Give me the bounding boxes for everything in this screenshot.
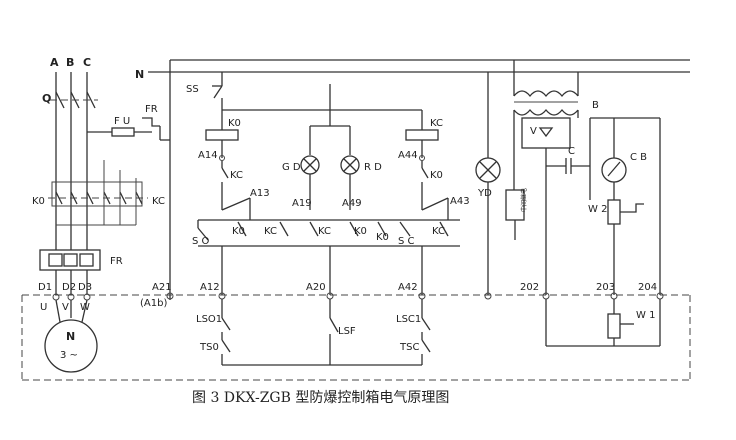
k0-s6-label: K0 bbox=[376, 232, 389, 243]
phase-c-label: C bbox=[83, 56, 91, 69]
motor-n-label: N bbox=[66, 330, 75, 343]
a43-label: A43 bbox=[450, 196, 470, 207]
stop-switch-ss: SS bbox=[186, 72, 422, 111]
tso-label: TS0 bbox=[199, 342, 219, 353]
bridge-rectifier: V bbox=[513, 110, 660, 190]
a19-label: A19 bbox=[292, 198, 312, 209]
a21-label: A21 bbox=[152, 282, 172, 293]
tsc-label: TSC bbox=[399, 342, 419, 353]
v-label: V bbox=[62, 302, 69, 313]
a44-label: A44 bbox=[398, 150, 418, 161]
neutral-label: N bbox=[135, 68, 144, 81]
meter-cb: C B bbox=[601, 118, 647, 200]
gd-label: G D bbox=[282, 162, 301, 173]
enclosure-dashed bbox=[21, 294, 691, 381]
n203-label: 203 bbox=[596, 282, 615, 293]
c-label: C bbox=[568, 146, 575, 157]
transformer: B bbox=[513, 60, 599, 116]
a14-label: A14 bbox=[198, 150, 218, 161]
figure-caption: 图 3 DKX-ZGB 型防爆控制箱电气原理图 bbox=[192, 390, 450, 406]
rd-label: R D bbox=[364, 162, 382, 173]
w2-label: W 2 bbox=[588, 204, 607, 215]
relay-box-label: 中间继电 bbox=[520, 188, 528, 212]
d3-label: D3 bbox=[78, 282, 92, 293]
a1b-label: (A1b) bbox=[140, 298, 167, 309]
fuse-fu: F U FR bbox=[87, 104, 170, 141]
u-label: U bbox=[40, 302, 47, 313]
contact-row: A13 A19 A49 A43 bbox=[198, 188, 470, 221]
w1-label: W 1 bbox=[636, 310, 655, 321]
v-bridge-label: V bbox=[530, 126, 537, 137]
k0-contactor-label: K0 bbox=[32, 196, 45, 207]
a20-label: A20 bbox=[306, 282, 326, 293]
lsc1-label: LSC1 bbox=[396, 314, 421, 325]
indicator-lamps: G D R D YD bbox=[282, 72, 501, 295]
kc-coil-label: KC bbox=[430, 118, 443, 129]
d1-label: D1 bbox=[38, 282, 52, 293]
thermal-relay: FR bbox=[39, 249, 123, 295]
main-contactors: K0 KC bbox=[32, 160, 165, 226]
a12-label: A12 bbox=[200, 282, 220, 293]
b-label: B bbox=[592, 100, 599, 111]
fr-bottom-label: FR bbox=[110, 256, 123, 267]
capacitor-c: C bbox=[546, 118, 591, 200]
phase-b-label: B bbox=[66, 56, 74, 69]
kc-s2-label: KC bbox=[264, 226, 277, 237]
n202-label: 202 bbox=[520, 282, 539, 293]
k0-coil-label: K0 bbox=[228, 118, 241, 129]
d2-label: D2 bbox=[62, 282, 76, 293]
a42-label: A42 bbox=[398, 282, 418, 293]
so-label: S O bbox=[192, 236, 210, 247]
breaker-q-label: Q bbox=[42, 92, 51, 105]
kc-s3-label: KC bbox=[318, 226, 331, 237]
sc-label: S C bbox=[398, 236, 415, 247]
a13-label: A13 bbox=[250, 188, 270, 199]
relay-module: 中间继电 bbox=[505, 166, 547, 295]
k0-c2-label: K0 bbox=[430, 170, 443, 181]
limit-switches: LSO1 TS0 LSF LSC1 TSC bbox=[196, 299, 431, 366]
kc-s5-label: KC bbox=[432, 226, 445, 237]
fr-top-label: FR bbox=[145, 104, 158, 115]
n204-label: 204 bbox=[638, 282, 657, 293]
motor-terminals: D1 D2 D3 U V W bbox=[38, 282, 92, 323]
fuse-label: F U bbox=[114, 116, 130, 127]
k0-s1-label: K0 bbox=[232, 226, 245, 237]
k0-s4-label: K0 bbox=[354, 226, 367, 237]
lsf-label: LSF bbox=[338, 326, 356, 337]
switch-row: S O K0 KC KC K0 K0 S C KC bbox=[192, 220, 460, 295]
potentiometer-w1: W 1 bbox=[545, 299, 661, 347]
lso1-label: LSO1 bbox=[196, 314, 222, 325]
neutral-line: N bbox=[135, 59, 690, 300]
cb-label: C B bbox=[630, 152, 647, 163]
motor: N 3 ~ bbox=[44, 319, 98, 373]
motor-3-label: 3 ~ bbox=[60, 350, 78, 361]
ss-label: SS bbox=[186, 84, 199, 95]
yd-label: YD bbox=[477, 188, 492, 199]
three-phase-lines: A B C Q bbox=[42, 56, 98, 250]
kc-contactor-label: KC bbox=[152, 196, 165, 207]
a49-label: A49 bbox=[342, 198, 362, 209]
kc-coil: KC A44 K0 bbox=[398, 110, 443, 210]
phase-a-label: A bbox=[50, 56, 59, 69]
potentiometer-w2: W 2 bbox=[588, 118, 661, 295]
kc-c1-label: KC bbox=[230, 170, 243, 181]
k0-coil: K0 A14 KC bbox=[198, 110, 243, 210]
